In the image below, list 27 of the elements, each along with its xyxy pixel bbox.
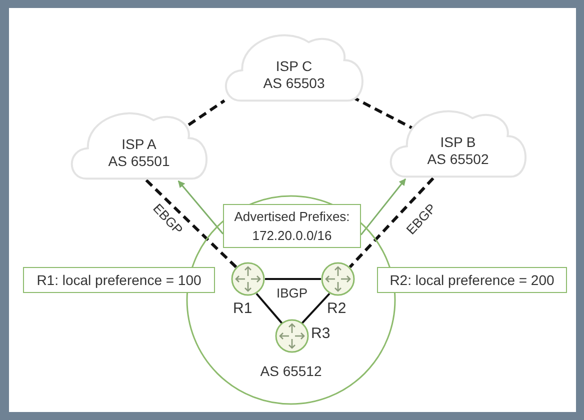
cloud-label: AS 65501 xyxy=(108,152,170,170)
arrow xyxy=(360,178,406,236)
note-text: R1: local preference = 100 xyxy=(36,270,202,290)
edge-label: IBGP xyxy=(275,286,309,300)
as-label: AS 65512 xyxy=(259,363,323,379)
cloud-label: ISP B xyxy=(440,134,476,151)
note-box xyxy=(23,267,215,293)
router-icon xyxy=(321,262,355,296)
cloud-label: ISP A xyxy=(122,136,156,153)
router-label: R3 xyxy=(311,325,330,342)
arrow xyxy=(178,180,224,234)
dashed-link xyxy=(188,99,226,126)
router-icon xyxy=(231,262,265,296)
note-box xyxy=(377,267,567,293)
dashed-link xyxy=(348,177,434,268)
cloud-label: AS 65502 xyxy=(427,150,489,168)
link xyxy=(265,278,321,280)
router-icon xyxy=(275,319,309,353)
cloud-label: ISP C xyxy=(276,58,312,75)
link xyxy=(301,292,330,324)
cloud-label: AS 65503 xyxy=(263,74,325,92)
note-text: Advertised Prefixes: 172.20.0.0/16 xyxy=(233,208,351,245)
router-label: R1 xyxy=(233,300,252,317)
router-label: R2 xyxy=(327,300,346,317)
link xyxy=(256,292,283,324)
note-text: R2: local preference = 200 xyxy=(390,270,554,290)
dashed-link xyxy=(145,179,238,268)
